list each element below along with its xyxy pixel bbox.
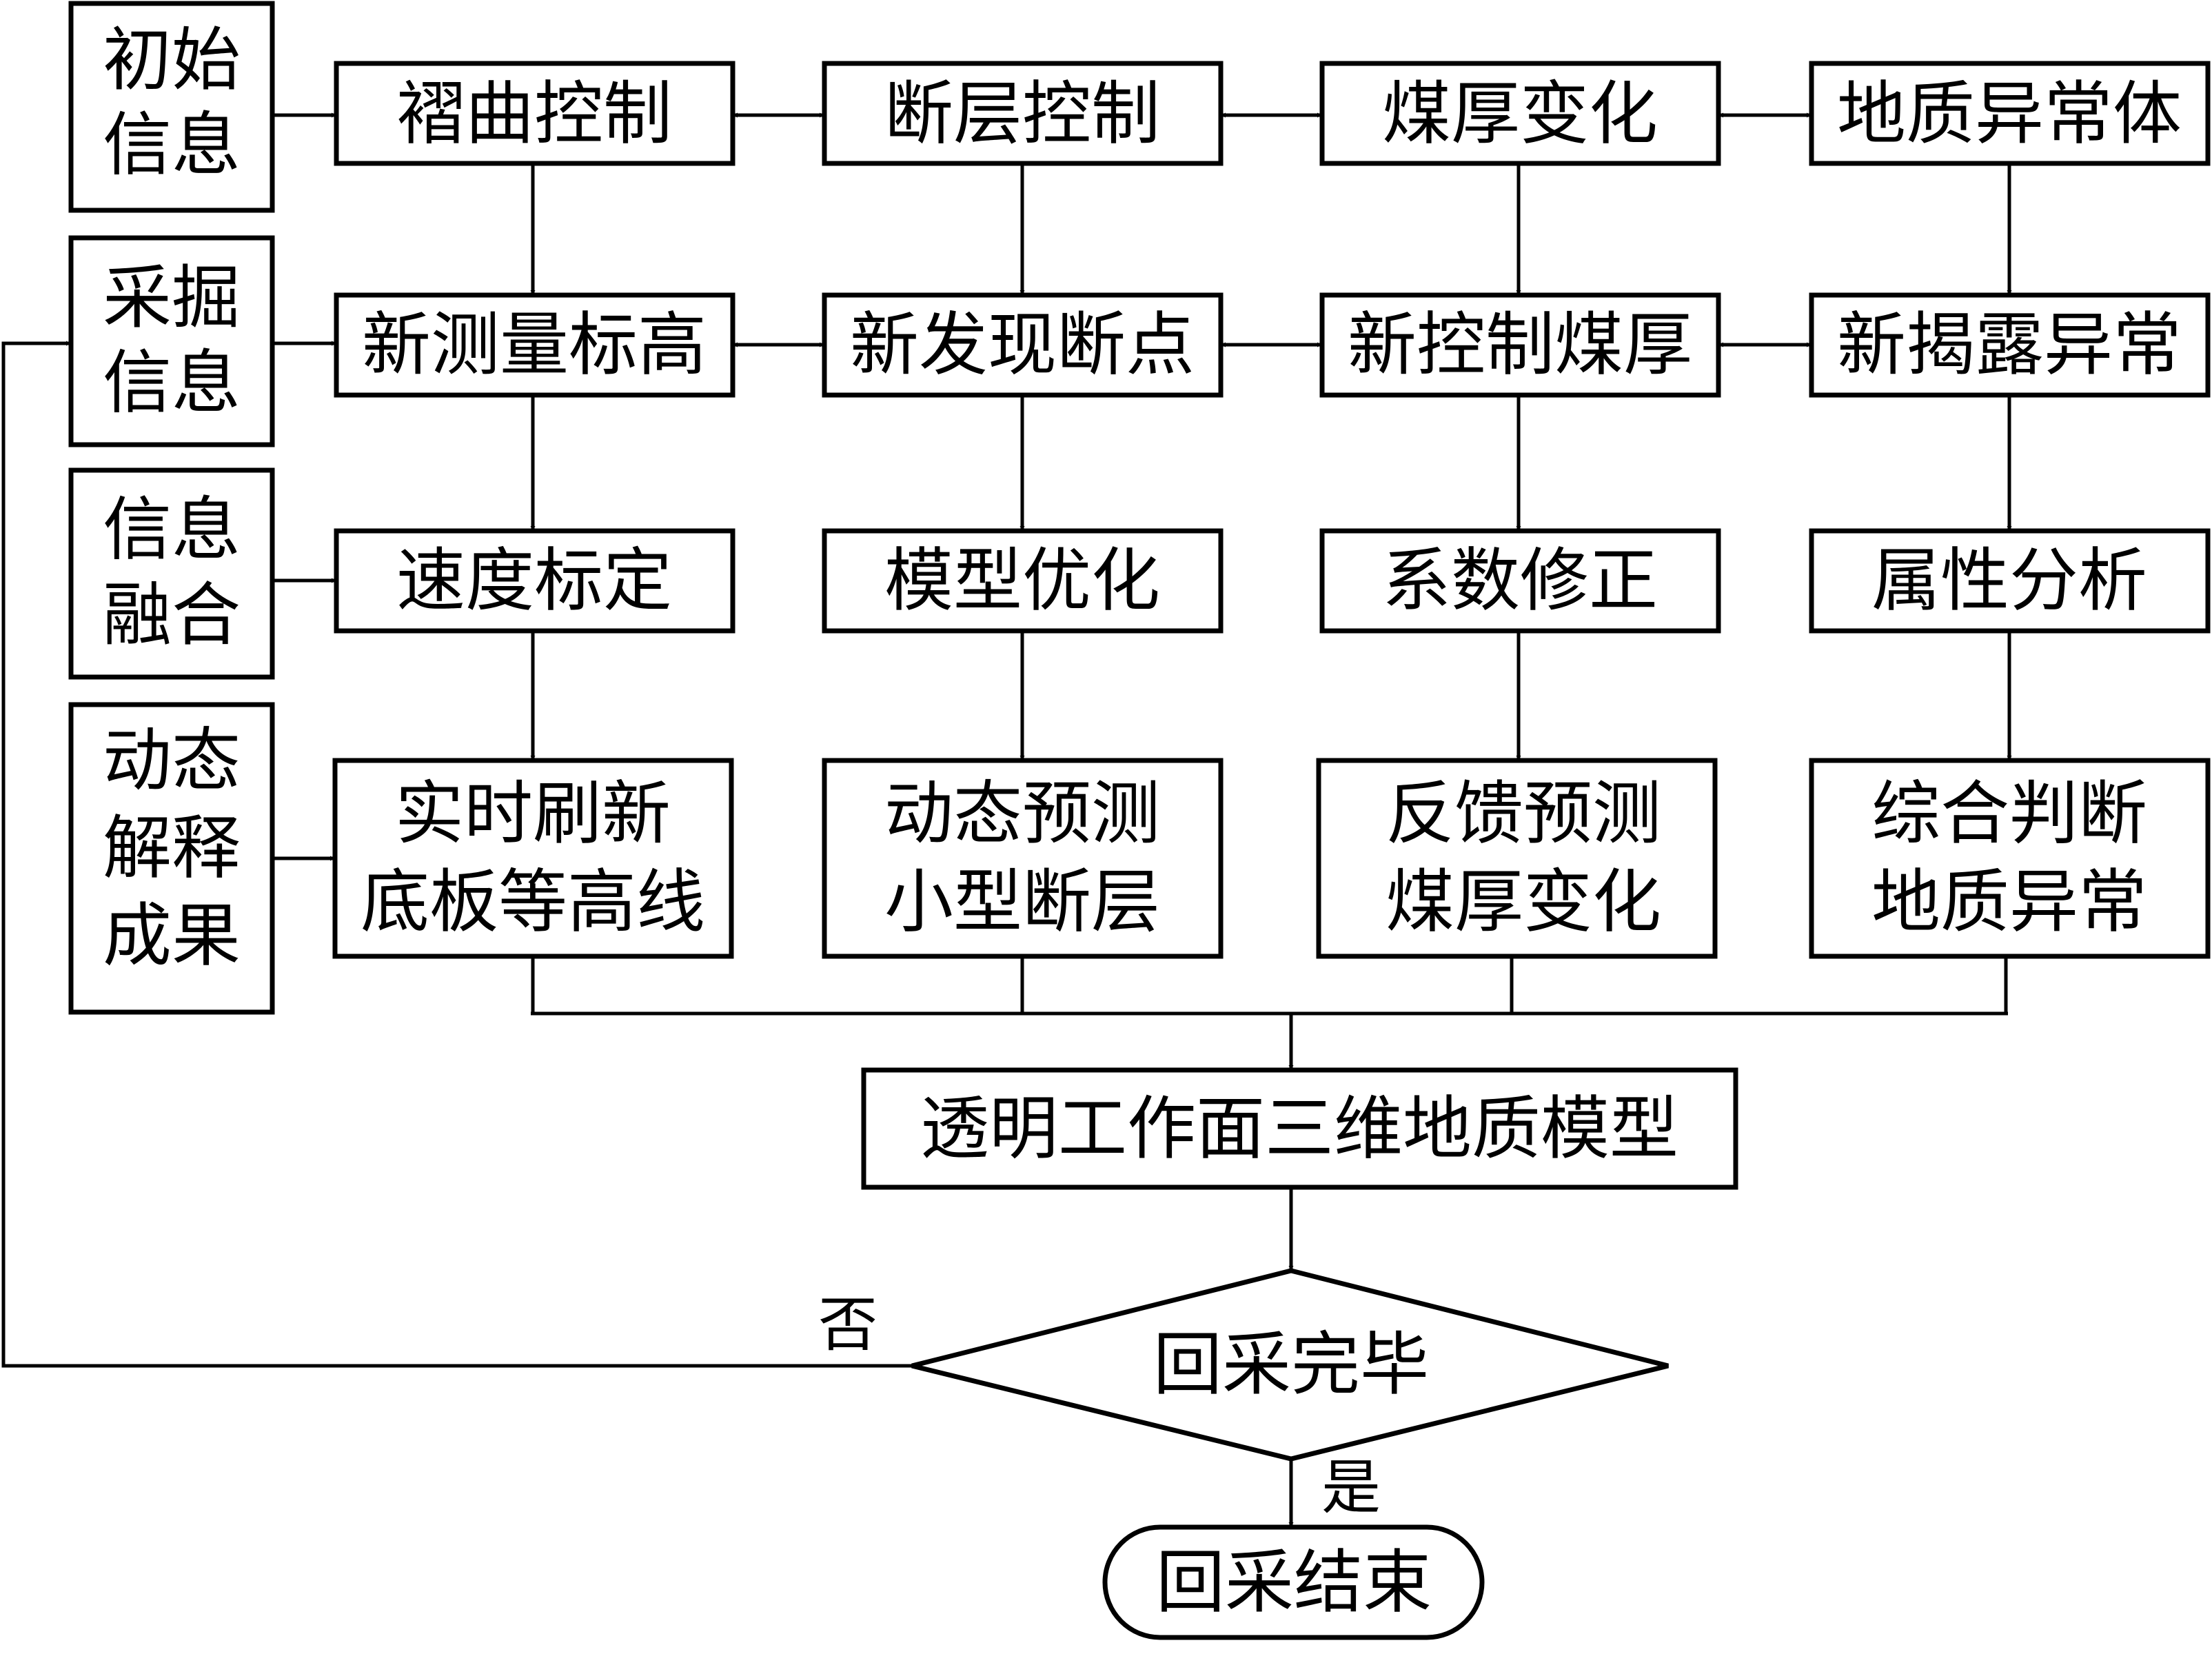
- box-new-thickness-control: 新控制煤厚: [1319, 292, 1721, 398]
- box-new-elevation: 新测量标高: [334, 292, 735, 398]
- side-label-line: 动态: [103, 720, 241, 801]
- box-3d-geological-model: 透明工作面三维地质模型: [861, 1067, 1738, 1190]
- side-box-info-fusion: 信息 融合: [68, 467, 275, 680]
- box-label: 透明工作面三维地质模型: [920, 1089, 1678, 1169]
- box-label: 小型断层: [884, 862, 1160, 942]
- box-label: 模型优化: [884, 541, 1160, 621]
- box-new-anomaly-exposed: 新揭露异常: [1809, 292, 2211, 398]
- box-label: 地质异常体: [1837, 74, 2182, 154]
- box-fold-control: 褶曲控制: [334, 61, 735, 166]
- box-label: 新测量标高: [362, 305, 707, 385]
- box-label: 动态预测: [884, 774, 1160, 854]
- double-arrows: [733, 112, 1812, 347]
- box-velocity-calibration: 速度标定: [334, 528, 735, 634]
- terminal-label: 回采结束: [1156, 1542, 1432, 1623]
- box-label: 地质异常: [1871, 862, 2147, 942]
- box-coefficient-correction: 系数修正: [1319, 528, 1721, 634]
- no-label: 否: [818, 1291, 877, 1360]
- box-label: 属性分析: [1871, 541, 2147, 621]
- side-label-line: 融合: [103, 575, 241, 656]
- merge-connector: [531, 956, 2008, 1070]
- box-label: 新控制煤厚: [1348, 305, 1692, 385]
- box-label: 褶曲控制: [396, 74, 672, 154]
- box-label: 煤厚变化: [1386, 862, 1661, 942]
- box-fault-control: 断层控制: [822, 61, 1224, 166]
- box-model-optimization: 模型优化: [822, 528, 1224, 634]
- side-box-initial-info: 初始 信息: [68, 1, 275, 213]
- box-label: 系数修正: [1382, 541, 1658, 621]
- box-label: 新揭露异常: [1837, 305, 2182, 385]
- box-label: 综合判断: [1871, 774, 2147, 854]
- yes-label: 是: [1321, 1453, 1381, 1522]
- box-geo-anomaly-body: 地质异常体: [1809, 61, 2211, 166]
- side-label-line: 信息: [103, 105, 241, 185]
- box-label: 新发现断点: [850, 305, 1195, 385]
- box-label: 实时刷新: [395, 774, 671, 854]
- box-feedback-thickness: 反馈预测 煤厚变化: [1316, 758, 1718, 959]
- no-loop: [1, 341, 912, 1368]
- side-box-mining-info: 采掘 信息: [68, 235, 275, 447]
- box-label: 断层控制: [884, 74, 1160, 154]
- side-label-line: 初始: [103, 20, 241, 101]
- box-label: 煤厚变化: [1382, 74, 1658, 154]
- side-label-line: 信息: [103, 343, 241, 423]
- box-new-fault-point: 新发现断点: [822, 292, 1224, 398]
- side-box-dynamic-results: 动态 解释 成果: [68, 702, 275, 1015]
- side-label-line: 采掘: [103, 258, 241, 339]
- terminal-end: 回采结束: [1102, 1524, 1485, 1640]
- box-label: 底板等高线: [361, 862, 705, 942]
- decision-diamond: 回采完毕: [911, 1268, 1669, 1462]
- box-predict-small-faults: 动态预测 小型断层: [822, 758, 1224, 959]
- box-attribute-analysis: 属性分析: [1809, 528, 2211, 634]
- box-judge-anomaly: 综合判断 地质异常: [1809, 758, 2211, 959]
- box-label: 速度标定: [396, 541, 672, 621]
- column-arrows: [530, 163, 2012, 760]
- box-label: 反馈预测: [1386, 774, 1661, 854]
- decision-label: 回采完毕: [1153, 1324, 1429, 1405]
- box-coal-thickness-change: 煤厚变化: [1319, 61, 1721, 166]
- side-label-line: 信息: [103, 490, 241, 570]
- side-label-line: 成果: [103, 896, 241, 976]
- side-label-line: 解释: [103, 808, 241, 889]
- box-refresh-contours: 实时刷新 底板等高线: [332, 758, 734, 959]
